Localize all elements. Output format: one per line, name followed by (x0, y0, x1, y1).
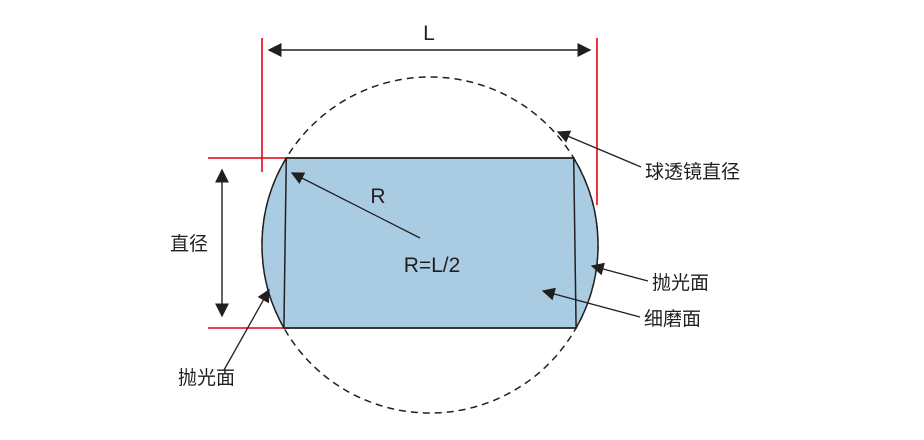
diameter-dimension: 直径 (170, 168, 229, 318)
length-label: L (423, 22, 435, 45)
ball-lens-diameter-label: 球透镜直径 (645, 161, 740, 183)
ball-lens-diameter-leader (556, 130, 642, 168)
red-dimension-lines (208, 38, 598, 329)
radius-annotation: R R=L/2 (290, 172, 461, 277)
fine-ground-surface-label: 细磨面 (644, 308, 701, 330)
fine-ground-surface-leader (541, 287, 641, 318)
polished-surface-right-callout: 抛光面 (590, 262, 709, 294)
polished-surface-right-label: 抛光面 (652, 272, 709, 294)
polished-surface-left-leader (223, 288, 270, 371)
radius-label: R (370, 185, 385, 208)
ball-lens-diameter-callout: 球透镜直径 (556, 130, 740, 183)
radius-arrow (290, 172, 421, 239)
fine-ground-surface-callout: 细磨面 (541, 287, 701, 330)
radius-formula-label: R=L/2 (404, 254, 461, 277)
polished-surface-right-leader (590, 262, 649, 282)
polished-surface-left-callout: 抛光面 (178, 288, 270, 389)
length-dimension: L (267, 22, 592, 57)
lens-rectangle-outline (283, 157, 577, 329)
polished-surface-left-label: 抛光面 (178, 367, 235, 389)
diameter-label: 直径 (170, 233, 208, 255)
